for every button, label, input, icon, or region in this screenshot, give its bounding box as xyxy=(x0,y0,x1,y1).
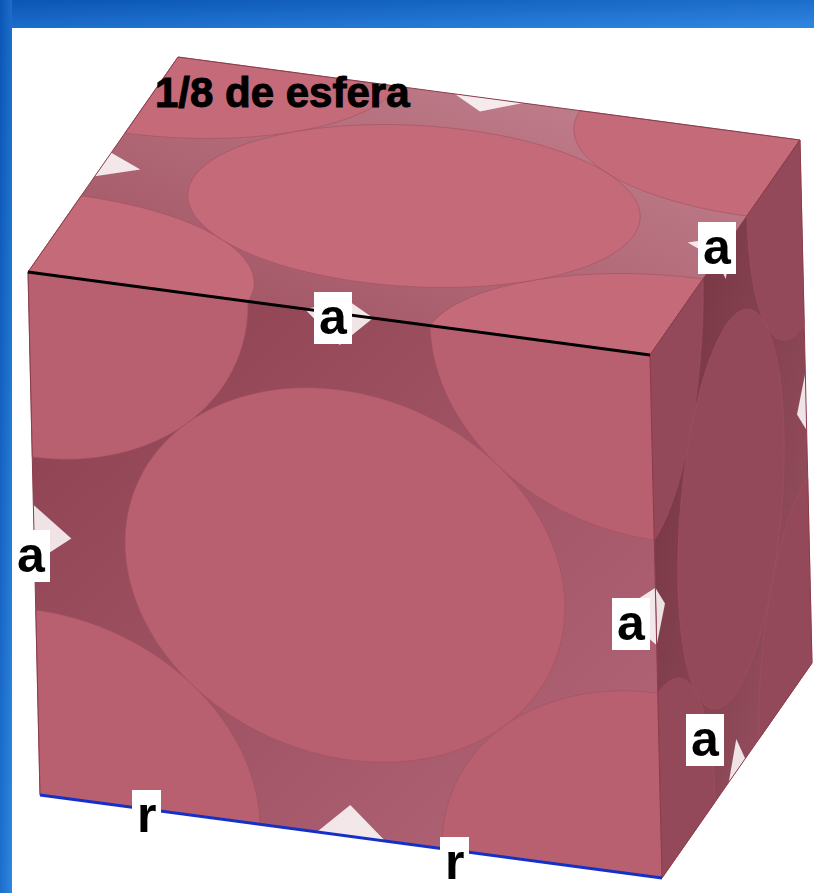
caption-text: 1/8 de esfera xyxy=(155,72,410,114)
half-sphere xyxy=(188,125,640,288)
half-sphere xyxy=(678,309,784,709)
right-face xyxy=(650,140,812,878)
edge-label: a xyxy=(686,714,724,766)
edge-label: a xyxy=(12,530,50,582)
eighth-sphere xyxy=(658,678,715,878)
gap xyxy=(95,153,141,177)
void-region xyxy=(650,140,812,878)
edge-label: a xyxy=(314,292,352,344)
half-sphere xyxy=(125,388,565,762)
edge-label: a xyxy=(698,222,736,274)
frame-strip xyxy=(0,0,12,893)
radius-label: r xyxy=(440,837,469,889)
void-region xyxy=(28,272,662,878)
gap xyxy=(455,94,523,111)
face-edge xyxy=(650,140,812,878)
radius-label: r xyxy=(132,790,161,842)
frame-bar xyxy=(0,0,814,28)
eighth-sphere xyxy=(747,140,804,340)
front-face xyxy=(28,272,662,878)
gap xyxy=(729,739,746,782)
face-edge xyxy=(28,272,662,878)
edge-a xyxy=(28,272,650,355)
edge-label: a xyxy=(612,598,650,650)
